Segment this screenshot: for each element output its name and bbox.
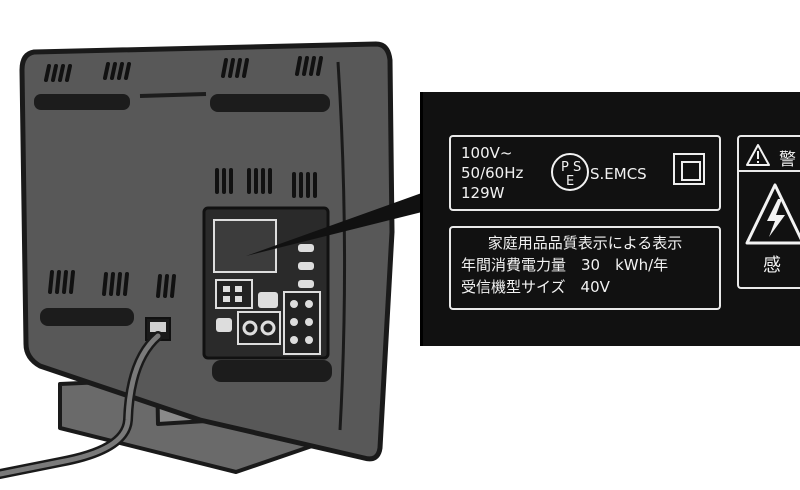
warning-box: 警 感 — [737, 135, 800, 289]
power-text: 129W — [461, 184, 505, 202]
callout-pointer — [246, 190, 430, 256]
pse-letter-p: P — [561, 160, 569, 175]
electrical-spec-box: 100V~ 50/60Hz 129W P S E S.EMCS — [449, 135, 721, 211]
bottom-slot-right — [212, 360, 332, 382]
warning-title: 警 — [779, 150, 796, 170]
quality-label-box: 家庭用品品質表示による表示 年間消費電力量 30 kWh/年 受信機型サイズ 4… — [449, 226, 721, 310]
top-slot-right — [210, 94, 330, 112]
pse-letter-s: S — [573, 160, 581, 175]
frequency-text: 50/60Hz — [461, 164, 524, 182]
bottom-slot-left — [40, 308, 134, 326]
top-vents — [44, 56, 323, 82]
double-insulation-icon — [673, 153, 705, 185]
quality-label-title: 家庭用品品質表示による表示 — [487, 234, 683, 252]
lower-vents — [48, 270, 176, 298]
screen-size-text: 受信機型サイズ 40V — [461, 278, 610, 296]
top-slot-left — [34, 94, 130, 110]
pse-mark-icon: P S E — [551, 153, 589, 191]
rating-label-spot — [213, 219, 277, 273]
electric-shock-icon — [745, 183, 800, 245]
rating-label-card: 100V~ 50/60Hz 129W P S E S.EMCS 家庭用品品質表示… — [420, 92, 800, 346]
connector-panel — [202, 206, 330, 360]
warning-bottom-text: 感 — [763, 255, 781, 276]
caution-triangle-icon — [746, 144, 770, 166]
emcs-text: S.EMCS — [590, 165, 647, 183]
pse-letter-e: E — [566, 174, 574, 189]
annual-energy-text: 年間消費電力量 30 kWh/年 — [461, 256, 669, 274]
middle-vents — [215, 168, 317, 198]
voltage-text: 100V~ — [461, 144, 513, 162]
